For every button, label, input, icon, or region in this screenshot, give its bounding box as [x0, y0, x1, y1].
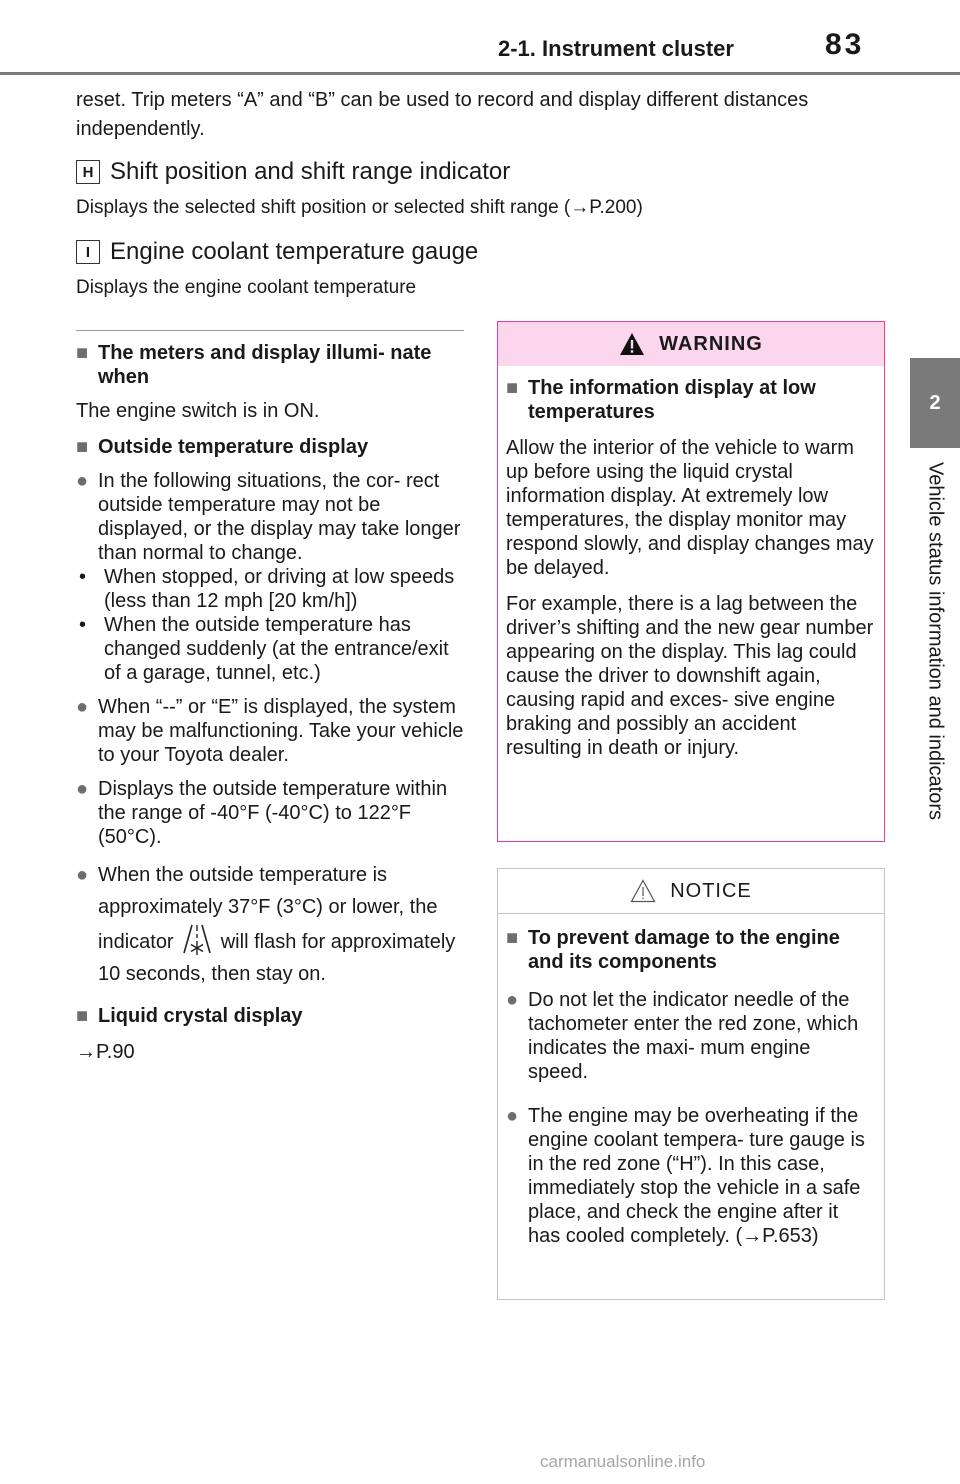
- notice-label: NOTICE: [670, 879, 752, 902]
- chapter-title: Vehicle status information and indicator…: [918, 462, 952, 922]
- section-title: 2-1. Instrument cluster: [498, 36, 734, 61]
- warning-header: WARNING: [498, 322, 884, 366]
- list-item: ● The engine may be overheating if the e…: [506, 1105, 865, 1247]
- warning-heading: ■ The information display at low tempera…: [506, 377, 816, 423]
- sub-list: •When stopped, or driving at low speeds …: [76, 565, 464, 685]
- paragraph: The engine switch is in ON.: [76, 400, 320, 422]
- circle-bullet-icon: ●: [76, 470, 89, 492]
- column-rule: [76, 330, 464, 331]
- list-item: ● Displays the outside temperature withi…: [76, 778, 448, 848]
- caution-triangle-icon: [630, 879, 656, 903]
- page-number: 83: [825, 28, 865, 61]
- chapter-number: 2: [929, 391, 941, 414]
- notice-header: NOTICE: [498, 869, 884, 914]
- square-bullet-icon: ■: [76, 436, 89, 458]
- notice-heading: ■ To prevent damage to the engine and it…: [506, 927, 840, 973]
- subheading-illumination: ■ The meters and display illumi- nate wh…: [76, 342, 432, 388]
- watermark: carmanualsonline.info: [540, 1452, 706, 1471]
- item-letter-box: H: [76, 160, 100, 184]
- list-item: ● When the outside temperature is approx…: [76, 859, 464, 990]
- sub-list-item: •When the outside temperature has change…: [79, 614, 449, 684]
- item-title: Engine coolant temperature gauge: [110, 238, 479, 265]
- item-title: Shift position and shift range indicator: [110, 158, 511, 185]
- chapter-title-text: Vehicle status information and indicator…: [924, 462, 947, 820]
- circle-bullet-icon: ●: [76, 696, 89, 718]
- road-ice-warning-icon: [183, 924, 211, 955]
- circle-bullet-icon: ●: [76, 778, 89, 800]
- page-reference: →P.90: [76, 1041, 135, 1063]
- circle-bullet-icon: ●: [76, 864, 89, 886]
- warning-paragraph: For example, there is a lag between the …: [506, 593, 874, 759]
- circle-bullet-icon: ●: [506, 989, 519, 1011]
- subheading-lcd: ■ Liquid crystal display: [76, 1005, 303, 1027]
- square-bullet-icon: ■: [506, 927, 519, 949]
- circle-bullet-icon: ●: [506, 1105, 519, 1127]
- list-item: ● Do not let the indicator needle of the…: [506, 989, 859, 1083]
- warning-label: WARNING: [659, 332, 763, 355]
- left-column: ■ The meters and display illumi- nate wh…: [76, 330, 464, 1064]
- header-rule: [0, 72, 960, 75]
- list-item: ● When “--” or “E” is displayed, the sys…: [76, 696, 464, 766]
- square-bullet-icon: ■: [76, 342, 89, 364]
- item-h-heading: H Shift position and shift range indicat…: [76, 158, 510, 186]
- warning-box: WARNING ■ The information display at low…: [497, 321, 885, 842]
- sub-list-item: •When stopped, or driving at low speeds …: [79, 566, 455, 612]
- item-description: Displays the selected shift position or …: [76, 197, 643, 218]
- list-item: ● In the following situations, the cor- …: [76, 469, 464, 685]
- square-bullet-icon: ■: [506, 377, 519, 399]
- item-i-heading: I Engine coolant temperature gauge: [76, 238, 478, 266]
- subheading-outside-temp: ■ Outside temperature display: [76, 436, 369, 458]
- item-letter-box: I: [76, 240, 100, 264]
- warning-paragraph: Allow the interior of the vehicle to war…: [506, 437, 874, 579]
- item-description: Displays the engine coolant temperature: [76, 277, 417, 298]
- chapter-tab: 2: [910, 358, 960, 448]
- warning-triangle-icon: [620, 333, 645, 355]
- notice-box: NOTICE ■ To prevent damage to the engine…: [497, 868, 885, 1300]
- square-bullet-icon: ■: [76, 1005, 89, 1027]
- intro-paragraph: reset. Trip meters “A” and “B” can be us…: [76, 89, 809, 140]
